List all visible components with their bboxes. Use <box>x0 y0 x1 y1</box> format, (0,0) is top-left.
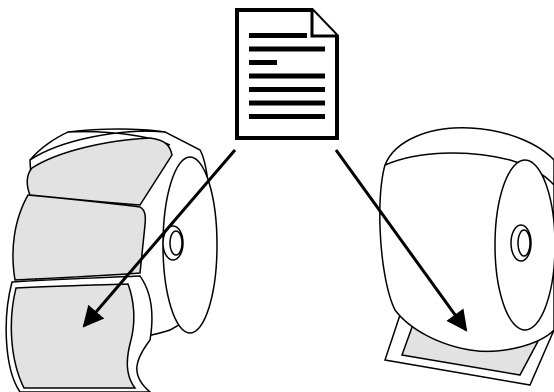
label-middle <box>12 194 147 281</box>
document-text-line <box>249 73 325 79</box>
arrow-to-label-roll <box>82 149 237 328</box>
arrows <box>82 149 468 332</box>
document-text-lines <box>249 33 325 119</box>
left-label-roll <box>5 128 218 392</box>
document-text-line <box>249 33 307 38</box>
document-text-line <box>249 100 325 106</box>
document-text-line <box>249 46 325 52</box>
right-roll-core-inner <box>517 229 531 257</box>
document-text-line <box>249 114 325 119</box>
arrow-to-paper-roll <box>334 149 468 332</box>
document-text-line <box>249 60 277 65</box>
left-roll-core-inner <box>169 230 183 256</box>
right-paper-roll <box>379 127 554 386</box>
label-bottom <box>10 283 137 389</box>
label-top <box>26 137 173 206</box>
document-icon <box>235 8 339 140</box>
document-text-line <box>249 87 325 92</box>
